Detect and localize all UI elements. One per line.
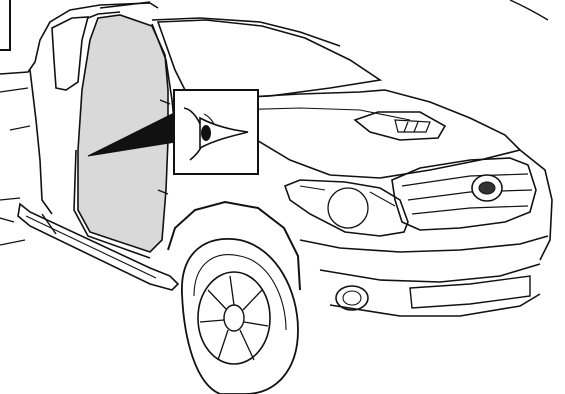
grille-outline	[392, 158, 536, 230]
right-fender	[520, 150, 552, 260]
fog-light-inner	[343, 291, 361, 305]
corner-frame	[0, 0, 10, 50]
headlight-lens	[328, 188, 368, 228]
cab-side	[30, 70, 52, 214]
brand-emblem-inner	[479, 182, 495, 194]
rear-window	[52, 17, 88, 90]
fog-light	[336, 286, 368, 310]
grille-bars	[402, 174, 532, 214]
hood-scoop	[355, 112, 445, 140]
hood-scoop-vent	[395, 120, 430, 132]
front-tire	[182, 239, 298, 394]
windshield	[158, 20, 380, 100]
top-right-line	[510, 0, 548, 20]
